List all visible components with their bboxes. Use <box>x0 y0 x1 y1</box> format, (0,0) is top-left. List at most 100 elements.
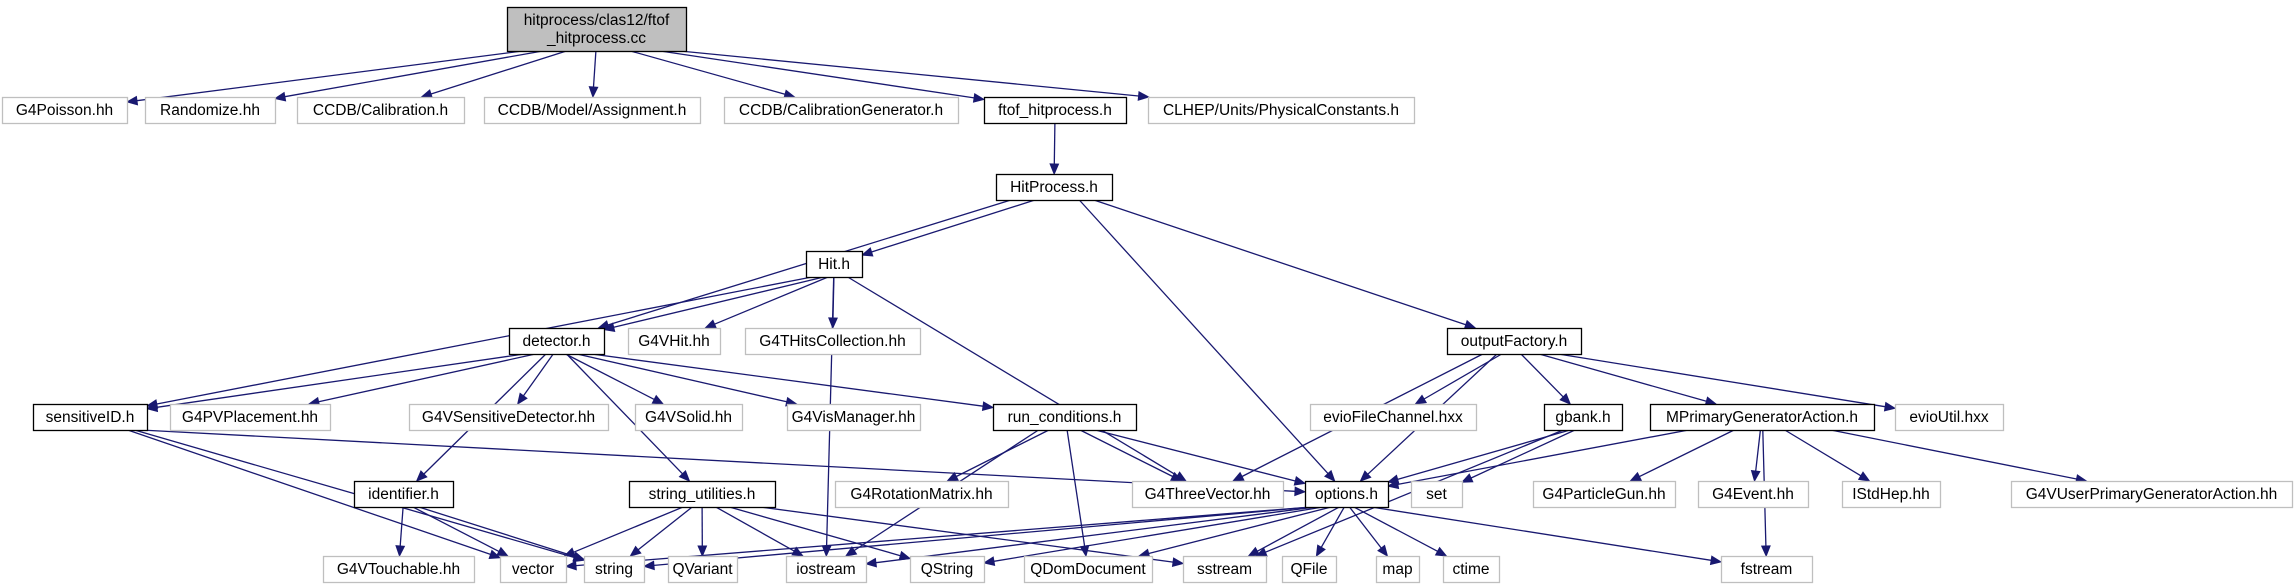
node-ccdb_assignment: CCDB/Model/Assignment.h <box>483 96 702 125</box>
node-outputfactory_h[interactable]: outputFactory.h <box>1446 327 1583 356</box>
node-hit_h[interactable]: Hit.h <box>805 250 864 279</box>
node-label-ctime: ctime <box>1452 561 1489 578</box>
edge-arrowhead-options_h-to-string <box>642 560 655 571</box>
edge-arrowhead-root-to-ccdb_assignment <box>588 86 599 99</box>
node-run_conditions_h[interactable]: run_conditions.h <box>992 403 1138 432</box>
node-box-g4particlegun <box>1532 480 1677 509</box>
node-g4particlegun: G4ParticleGun.hh <box>1532 480 1677 509</box>
edge-mprimarygeneratoraction_h-to-istdhep <box>1784 429 1862 477</box>
edge-arrowhead-detector_h-to-string_utilities_h <box>678 470 691 482</box>
node-label-root-line-1: hitprocess/clas12/ftof <box>524 12 670 29</box>
edge-options_h-to-qdomdocument <box>1148 506 1332 555</box>
edge-arrowhead-options_h-to-fstream <box>1709 555 1723 566</box>
edge-sensitiveid_h-to-vector <box>127 429 491 556</box>
edge-arrowhead-outputfactory_h-to-gbank_h <box>1559 393 1572 405</box>
node-g4event: G4Event.hh <box>1697 480 1810 509</box>
node-box-gbank_h <box>1543 403 1624 432</box>
edge-detector_h-to-sensitiveid_h <box>156 353 525 408</box>
node-label-g4rotationmatrix: G4RotationMatrix.hh <box>850 486 992 503</box>
node-options_h[interactable]: options.h <box>1304 480 1390 509</box>
edge-detector_h-to-g4pvplacement <box>318 353 536 403</box>
node-box-g4vhit <box>627 327 722 356</box>
node-box-randomize <box>144 96 277 125</box>
edge-root-to-g4poisson <box>136 50 523 102</box>
node-ftof_hitprocess_h[interactable]: ftof_hitprocess.h <box>983 96 1128 125</box>
node-box-g4vismanager <box>786 403 922 432</box>
edge-string_utilities_h-to-iostream <box>715 506 795 552</box>
node-g4threevector: G4ThreeVector.hh <box>1131 480 1285 509</box>
node-gbank_h[interactable]: gbank.h <box>1543 403 1624 432</box>
node-box-sstream <box>1182 555 1268 584</box>
node-box-g4rotationmatrix <box>834 480 1010 509</box>
edge-identifier_h-to-string <box>418 506 575 558</box>
node-set: set <box>1410 480 1464 509</box>
node-g4thitscollection: G4THitsCollection.hh <box>744 327 922 356</box>
node-vector: vector <box>499 555 568 584</box>
edge-options_h-to-qstring <box>993 506 1324 562</box>
node-box-hitprocess_h <box>995 173 1114 202</box>
edge-mprimarygeneratoraction_h-to-g4particlegun <box>1639 429 1735 478</box>
edge-arrowhead-options_h-to-sstream <box>1247 546 1261 557</box>
node-ctime: ctime <box>1442 555 1501 584</box>
node-label-istdhep: IStdHep.hh <box>1852 486 1930 503</box>
node-box-run_conditions_h <box>992 403 1138 432</box>
node-label-g4pvplacement: G4PVPlacement.hh <box>182 409 318 426</box>
node-randomize: Randomize.hh <box>144 96 277 125</box>
node-box-g4vsensitivedetector <box>408 403 610 432</box>
node-label-evioutil: evioUtil.hxx <box>1909 409 1988 426</box>
node-label-outputfactory_h: outputFactory.h <box>1461 333 1568 350</box>
node-label-set: set <box>1426 486 1447 503</box>
node-qvariant: QVariant <box>667 555 739 584</box>
node-label-iostream: iostream <box>796 561 855 578</box>
node-root[interactable]: hitprocess/clas12/ftof_hitprocess.cc <box>506 6 688 53</box>
node-g4vtouchable: G4VTouchable.hh <box>322 555 476 584</box>
node-label-randomize: Randomize.hh <box>160 102 260 119</box>
node-label-sstream: sstream <box>1197 561 1252 578</box>
node-mprimarygeneratoraction_h[interactable]: MPrimaryGeneratorAction.h <box>1649 403 1876 432</box>
node-label-g4vsolid: G4VSolid.hh <box>645 409 732 426</box>
edge-arrowhead-string_utilities_h-to-iostream <box>791 546 805 557</box>
edge-string_utilities_h-to-string <box>637 506 693 551</box>
node-label-identifier_h: identifier.h <box>368 486 439 503</box>
node-hitprocess_h[interactable]: HitProcess.h <box>995 173 1114 202</box>
edge-arrowhead-outputfactory_h-to-evioutil <box>1883 401 1897 412</box>
node-sensitiveid_h[interactable]: sensitiveID.h <box>32 403 149 432</box>
edge-arrowhead-outputfactory_h-to-eviofilechannel <box>1414 394 1428 405</box>
node-label-sensitiveid_h: sensitiveID.h <box>46 409 135 426</box>
edge-gbank_h-to-options_h <box>1397 429 1571 481</box>
node-fstream: fstream <box>1720 555 1814 584</box>
node-box-mprimarygeneratoraction_h <box>1649 403 1876 432</box>
node-box-g4event <box>1697 480 1810 509</box>
node-box-identifier_h <box>353 480 455 509</box>
edge-arrowhead-root-to-ccdb_calibration <box>420 89 434 99</box>
node-box-g4thitscollection <box>744 327 922 356</box>
edge-options_h-to-map <box>1348 506 1382 549</box>
node-label-hit_h: Hit.h <box>818 256 850 273</box>
edge-gbank_h-to-set <box>1470 429 1576 479</box>
edge-arrowhead-string_utilities_h-to-string <box>629 545 642 557</box>
node-box-g4vuserprimarygeneratoraction <box>2010 480 2294 509</box>
edge-arrowhead-identifier_h-to-g4vtouchable <box>395 545 406 558</box>
node-g4vismanager: G4VisManager.hh <box>786 403 922 432</box>
node-label-run_conditions_h: run_conditions.h <box>1008 409 1122 426</box>
node-box-ctime <box>1442 555 1501 584</box>
node-identifier_h[interactable]: identifier.h <box>353 480 455 509</box>
node-label-g4event: G4Event.hh <box>1712 486 1794 503</box>
edge-arrowhead-mprimarygeneratoraction_h-to-istdhep <box>1857 471 1871 482</box>
edge-arrowhead-hitprocess_h-to-outputfactory_h <box>1463 319 1477 330</box>
node-box-root <box>506 6 688 53</box>
edge-root-to-ccdb_calibgen <box>630 50 786 95</box>
node-detector_h[interactable]: detector.h <box>508 327 606 356</box>
edge-options_h-to-ctime <box>1353 506 1438 552</box>
edge-options_h-to-sstream <box>1257 506 1340 552</box>
edge-arrowhead-options_h-to-vector <box>564 560 577 571</box>
node-qdomdocument: QDomDocument <box>1023 555 1154 584</box>
node-box-g4threevector <box>1131 480 1285 509</box>
node-box-sensitiveid_h <box>32 403 149 432</box>
edge-detector_h-to-run_conditions_h <box>591 353 984 407</box>
node-box-istdhep <box>1841 480 1942 509</box>
edge-detector_h-to-string_utilities_h <box>566 353 683 475</box>
node-label-detector_h: detector.h <box>522 333 590 350</box>
node-string_utilities_h[interactable]: string_utilities.h <box>628 480 777 509</box>
node-clhep_units: CLHEP/Units/PhysicalConstants.h <box>1147 96 1416 125</box>
